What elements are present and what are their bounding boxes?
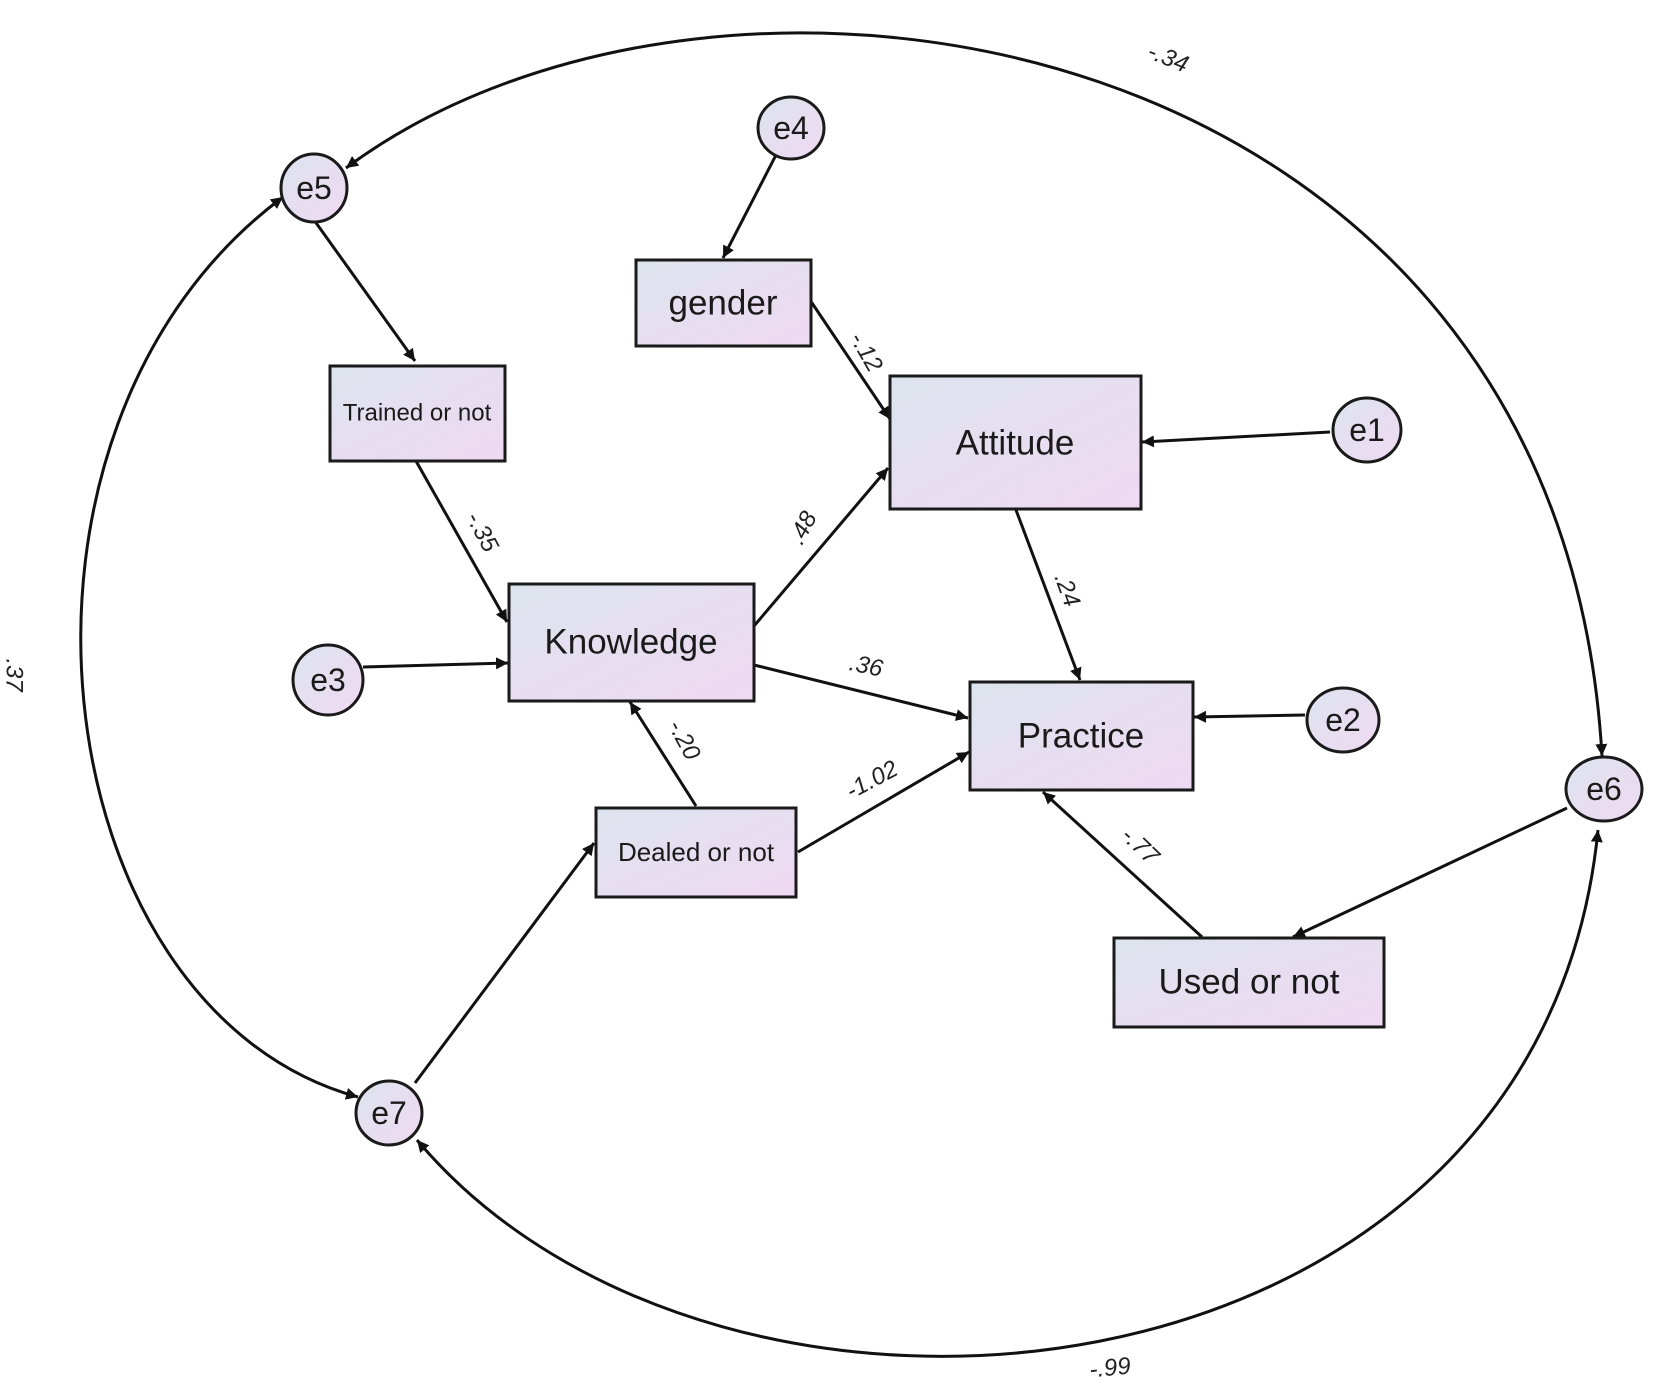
path-attitude-practice (1014, 509, 1082, 681)
coef-gender-attitude: -.12 (844, 327, 888, 376)
cov-e5-e7 (79, 195, 359, 1100)
node-gender-label: gender (669, 284, 778, 323)
coef-e5-e6: -.34 (1144, 38, 1192, 79)
path-trained-knowledge (414, 460, 509, 623)
path-e7-dealed (413, 842, 596, 1084)
node-attitude-label: Attitude (956, 424, 1075, 463)
path-e6-used (1292, 806, 1568, 939)
error-e6-label: e6 (1586, 771, 1622, 807)
node-dealed-label: Dealed or not (618, 837, 775, 867)
error-e3-label: e3 (310, 662, 346, 698)
error-e7: e7 (354, 1079, 424, 1147)
error-e1: e1 (1331, 396, 1403, 464)
error-e3: e3 (291, 643, 365, 717)
path-e1-attitude (1141, 430, 1331, 448)
path-knowledge-practice (753, 663, 969, 721)
node-used: Used or not (1112, 936, 1386, 1029)
node-trained-label: Trained or not (343, 400, 492, 427)
cov-e7-e6 (415, 829, 1603, 1358)
node-used-label: Used or not (1159, 963, 1340, 1002)
coef-knowledge-attitude: .48 (783, 506, 823, 549)
path-e3-knowledge (362, 657, 509, 670)
error-e4: e4 (756, 95, 826, 161)
coef-dealed-knowledge: -.20 (662, 715, 706, 765)
node-practice-label: Practice (1018, 717, 1144, 756)
node-practice: Practice (968, 680, 1195, 792)
error-e2-label: e2 (1325, 702, 1361, 738)
node-dealed: Dealed or not (594, 806, 798, 899)
path-e2-practice (1193, 710, 1306, 723)
path-dealed-knowledge (628, 701, 698, 807)
coef-e7-e6: -.99 (1088, 1352, 1132, 1383)
error-e5-label: e5 (296, 170, 332, 206)
path-used-practice (1041, 790, 1204, 939)
error-e5: e5 (279, 152, 349, 224)
node-attitude: Attitude (888, 374, 1143, 511)
coef-attitude-practice: .24 (1049, 570, 1086, 611)
node-gender: gender (634, 258, 813, 348)
cov-e5-e6 (345, 31, 1608, 757)
path-e4-gender (721, 154, 778, 259)
node-knowledge: Knowledge (507, 582, 756, 703)
error-e6: e6 (1564, 755, 1644, 823)
path-knowledge-attitude (752, 467, 890, 627)
error-e4-label: e4 (773, 110, 809, 146)
coef-knowledge-practice: .36 (847, 649, 886, 682)
node-knowledge-label: Knowledge (544, 623, 717, 662)
error-e7-label: e7 (371, 1095, 407, 1131)
error-e1-label: e1 (1349, 412, 1385, 448)
coef-e5-e7: .37 (1, 658, 28, 693)
path-dealed-practice (797, 750, 970, 854)
path-e5-trained (312, 219, 417, 362)
path-gender-attitude (808, 299, 892, 420)
node-trained: Trained or not (328, 364, 507, 463)
error-e2: e2 (1305, 686, 1381, 754)
